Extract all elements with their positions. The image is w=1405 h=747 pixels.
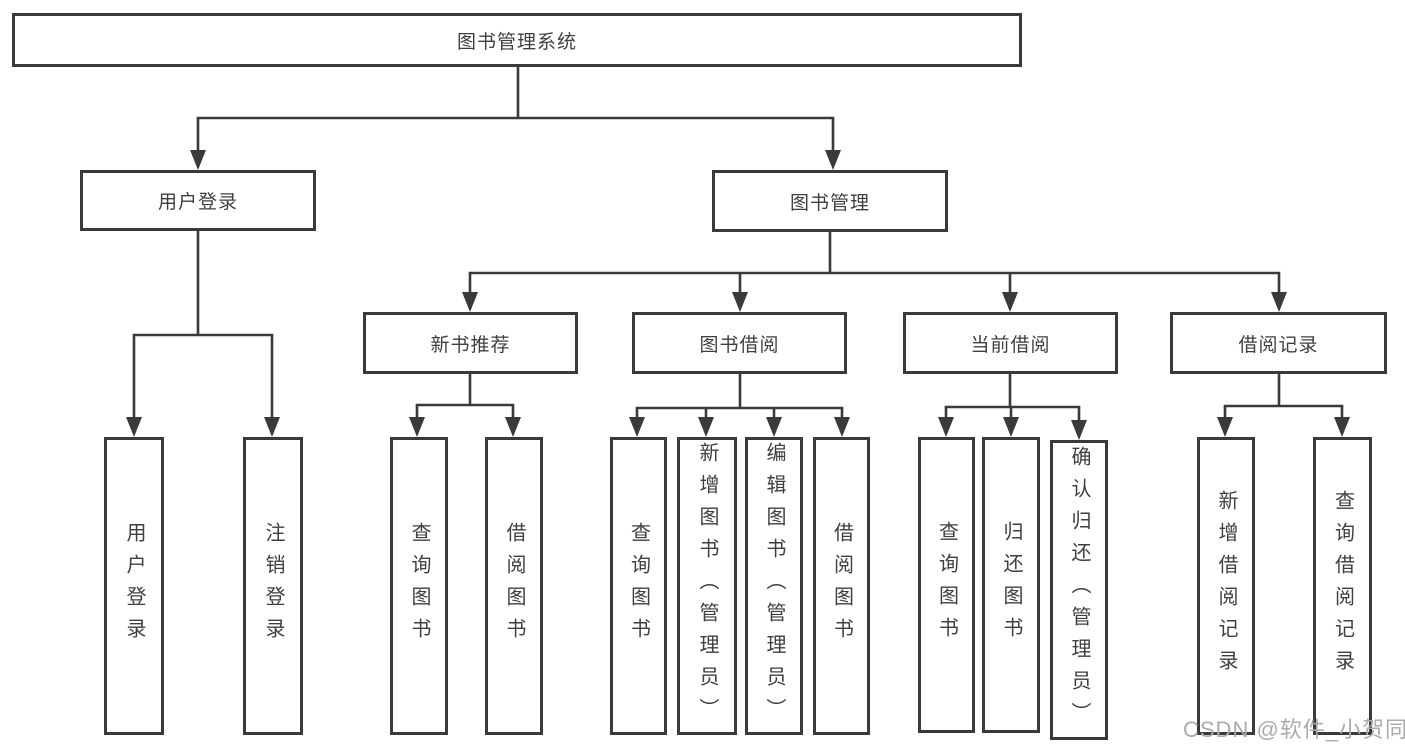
leaf-newbook-borrow: 借阅图书 (485, 437, 543, 735)
leaf-borrow-query-label: 查询图书 (627, 522, 650, 650)
node-root-label: 图书管理系统 (456, 31, 577, 53)
node-book-management: 图书管理 (712, 170, 948, 232)
leaf-record-query: 查询借阅记录 (1313, 437, 1372, 735)
node-borrow-record: 借阅记录 (1170, 312, 1387, 374)
leaf-record-query-label: 查询借阅记录 (1331, 490, 1354, 682)
leaf-borrow-borrow-label: 借阅图书 (830, 522, 853, 650)
leaf-current-return: 归还图书 (982, 437, 1040, 733)
leaf-current-query: 查询图书 (918, 437, 975, 733)
leaf-logout: 注销登录 (243, 437, 303, 735)
leaf-current-return-label: 归还图书 (1000, 521, 1022, 649)
leaf-borrow-edit-admin: 编辑图书（管理员） (745, 437, 803, 735)
node-book-borrow: 图书借阅 (632, 312, 847, 374)
node-book-borrow-label: 图书借阅 (699, 334, 780, 356)
leaf-borrow-query: 查询图书 (610, 437, 667, 735)
node-root: 图书管理系统 (12, 13, 1022, 67)
node-new-book-recommend: 新书推荐 (363, 312, 578, 374)
leaf-borrow-add-admin-label: 新增图书（管理员） (696, 442, 718, 730)
leaf-borrow-edit-admin-label: 编辑图书（管理员） (763, 442, 785, 730)
leaf-newbook-query-label: 查询图书 (408, 522, 430, 650)
node-user-login: 用户登录 (80, 170, 316, 231)
leaf-borrow-add-admin: 新增图书（管理员） (677, 437, 737, 735)
leaf-logout-label: 注销登录 (262, 522, 284, 650)
node-book-management-label: 图书管理 (789, 192, 870, 214)
node-current-borrow: 当前借阅 (903, 312, 1118, 374)
leaf-user-login-label: 用户登录 (123, 522, 145, 650)
leaf-current-query-label: 查询图书 (935, 521, 958, 649)
node-new-book-recommend-label: 新书推荐 (430, 334, 511, 356)
leaf-newbook-borrow-label: 借阅图书 (503, 522, 525, 650)
node-borrow-record-label: 借阅记录 (1238, 334, 1319, 356)
leaf-borrow-borrow: 借阅图书 (813, 437, 870, 735)
csdn-watermark: CSDN @软件_小贺同学 (1183, 717, 1405, 742)
leaf-user-login: 用户登录 (104, 437, 164, 735)
leaf-record-add-label: 新增借阅记录 (1215, 490, 1237, 682)
node-user-login-label: 用户登录 (157, 192, 238, 213)
leaf-current-confirm-admin: 确认归还（管理员） (1050, 440, 1108, 740)
node-current-borrow-label: 当前借阅 (970, 334, 1051, 356)
leaf-current-confirm-admin-label: 确认归还（管理员） (1068, 446, 1090, 734)
leaf-record-add: 新增借阅记录 (1197, 437, 1255, 735)
leaf-newbook-query: 查询图书 (390, 437, 448, 735)
